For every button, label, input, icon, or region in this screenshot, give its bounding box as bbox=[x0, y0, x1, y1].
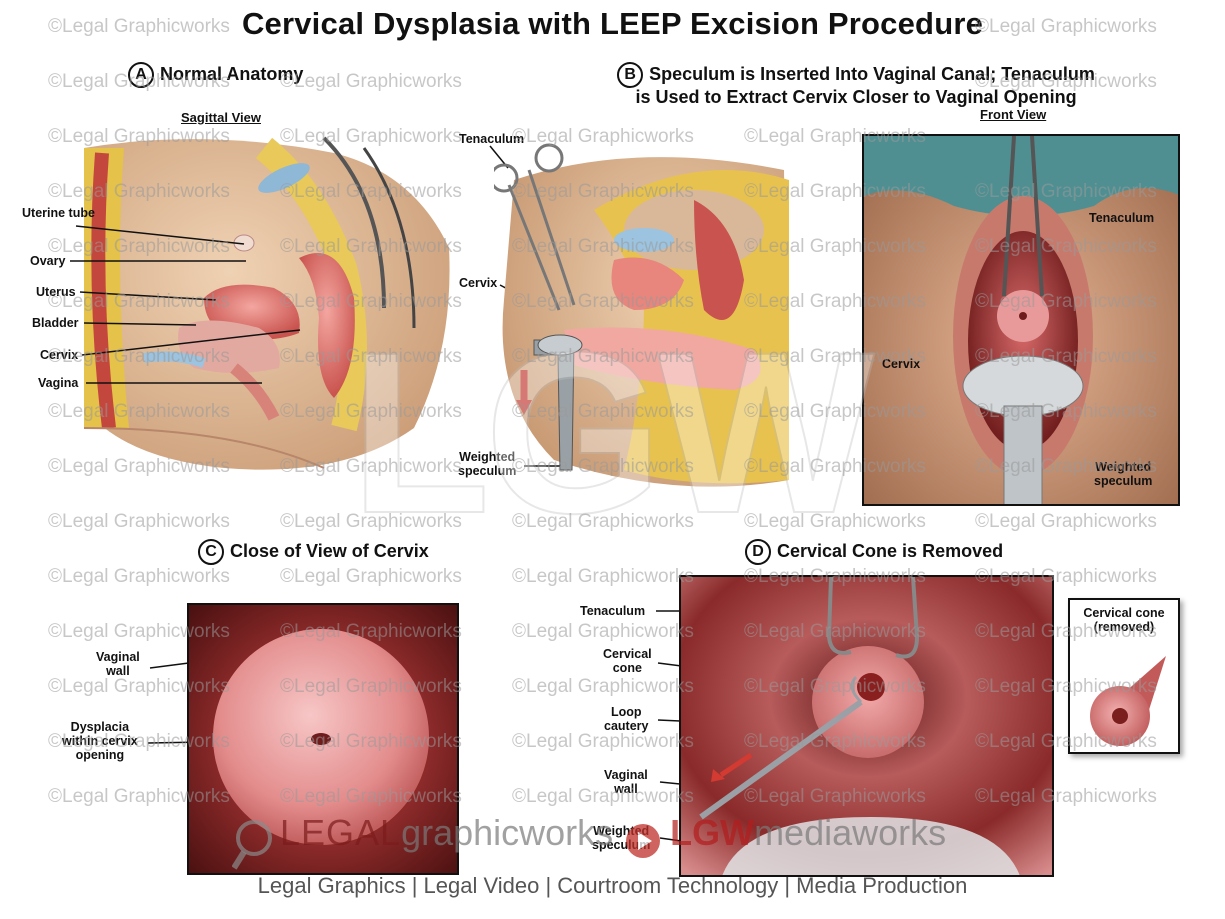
removed-cone-illustration bbox=[1090, 656, 1166, 746]
cone-removal-frame bbox=[679, 575, 1054, 877]
play-icon bbox=[625, 823, 660, 858]
label-uterine-tube: Uterine tube bbox=[22, 206, 95, 220]
watermark: ©Legal Graphicworks bbox=[512, 566, 694, 587]
label-cervix-a: Cervix bbox=[40, 348, 79, 362]
watermark: ©Legal Graphicworks bbox=[48, 566, 230, 587]
label-tenaculum-front: Tenaculum bbox=[1089, 211, 1155, 225]
logo-mediaworks-text: mediaworks bbox=[754, 812, 947, 853]
label-cervical-cone-removed: Cervical cone(removed) bbox=[1083, 606, 1165, 634]
magnifier-icon bbox=[231, 818, 280, 877]
panel-a-letter: A bbox=[128, 62, 154, 88]
watermark: ©Legal Graphicworks bbox=[280, 71, 462, 92]
cervix-closeup-illustration bbox=[189, 605, 457, 873]
panel-b-letter: B bbox=[617, 62, 644, 88]
page-title: Cervical Dysplasia with LEEP Excision Pr… bbox=[241, 6, 984, 41]
logo-graphicworks-text: graphicworks bbox=[401, 812, 614, 853]
watermark: ©Legal Graphicworks bbox=[512, 621, 694, 642]
label-tenaculum-d: Tenaculum bbox=[580, 604, 646, 618]
label-vagina: Vagina bbox=[38, 376, 79, 390]
footer-tagline: Legal Graphics | Legal Video | Courtroom… bbox=[257, 873, 968, 898]
panel-a-title: Normal Anatomy bbox=[160, 63, 304, 84]
label-uterus: Uterus bbox=[36, 285, 76, 299]
panel-b-view-label: Front View bbox=[980, 107, 1047, 122]
panel-a-view-label: Sagittal View bbox=[181, 110, 261, 125]
panel-a-heading: A Normal Anatomy bbox=[128, 62, 303, 88]
watermark: ©Legal Graphicworks bbox=[512, 731, 694, 752]
watermark: ©Legal Graphicworks bbox=[280, 566, 462, 587]
front-view-illustration bbox=[864, 136, 1178, 504]
watermark: ©Legal Graphicworks bbox=[512, 676, 694, 697]
panel-b-title-line2: is Used to Extract Cervix Closer to Vagi… bbox=[635, 87, 1077, 107]
label-cervix-front: Cervix bbox=[882, 357, 921, 371]
logo-legal-text: LEGAL bbox=[280, 812, 402, 853]
panel-b-title-line1: Speculum is Inserted Into Vaginal Canal;… bbox=[649, 63, 1095, 84]
label-tenaculum-b: Tenaculum bbox=[459, 132, 525, 146]
panel-d-heading: D Cervical Cone is Removed bbox=[745, 539, 1003, 565]
cervix-closeup-frame bbox=[187, 603, 459, 875]
watermark: ©Legal Graphicworks bbox=[975, 511, 1157, 532]
panel-c-title: Close of View of Cervix bbox=[230, 540, 429, 561]
panel-c-letter: C bbox=[198, 539, 224, 565]
logo-bar: LEGALgraphicworks LGWmediaworks bbox=[231, 812, 946, 870]
speculum-insertion-illustration bbox=[494, 143, 789, 487]
panel-c-heading: C Close of View of Cervix bbox=[198, 539, 429, 565]
big-lgw-watermark: LGW bbox=[349, 303, 875, 562]
panel-d-letter: D bbox=[745, 539, 771, 565]
logo-lgw-text: LGW bbox=[670, 812, 755, 853]
panel-d-title: Cervical Cone is Removed bbox=[777, 540, 1004, 561]
cone-inset-frame: Cervical cone(removed) bbox=[1068, 598, 1180, 754]
front-view-frame bbox=[862, 134, 1180, 506]
cone-removal-illustration bbox=[681, 577, 1052, 875]
label-cervix-b: Cervix bbox=[459, 276, 498, 290]
watermark: ©Legal Graphicworks bbox=[512, 786, 694, 807]
watermark: ©Legal Graphicworks bbox=[48, 511, 230, 532]
label-bladder: Bladder bbox=[32, 316, 79, 330]
label-ovary: Ovary bbox=[30, 254, 66, 268]
